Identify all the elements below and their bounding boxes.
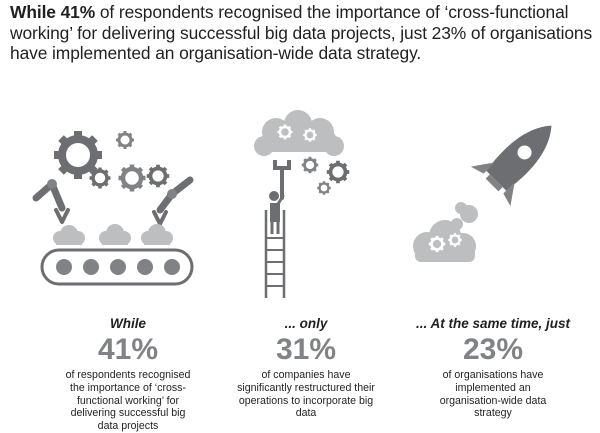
stat-column: ... At the same time, just 23% of organi… (398, 316, 588, 420)
headline-text: of respondents recognised the importance… (10, 2, 593, 63)
stat-description: of respondents recognised the importance… (65, 369, 191, 433)
ladder-worker-cloud-gears-icon (254, 110, 352, 298)
stat-lead: ... At the same time, just (415, 316, 571, 331)
headline: While 41% of respondents recognised the … (10, 2, 595, 64)
headline-bold: While 41% (10, 2, 96, 22)
stat-value: 41% (97, 333, 159, 366)
stat-column: ... only 31% of companies have significa… (211, 316, 401, 420)
stat-lead: ... only (284, 316, 328, 331)
stat-column: While 41% of respondents recognised the … (33, 316, 223, 433)
stat-value: 23% (462, 333, 524, 366)
factory-gears-conveyor-icon (32, 110, 194, 286)
stat-description: of organisations have implemented an org… (439, 369, 547, 420)
rocket-cloud-gears-icon (413, 125, 552, 262)
stat-lead: While (110, 316, 146, 331)
stat-value: 31% (275, 333, 337, 366)
stat-description: of companies have significantly restruct… (237, 369, 375, 420)
